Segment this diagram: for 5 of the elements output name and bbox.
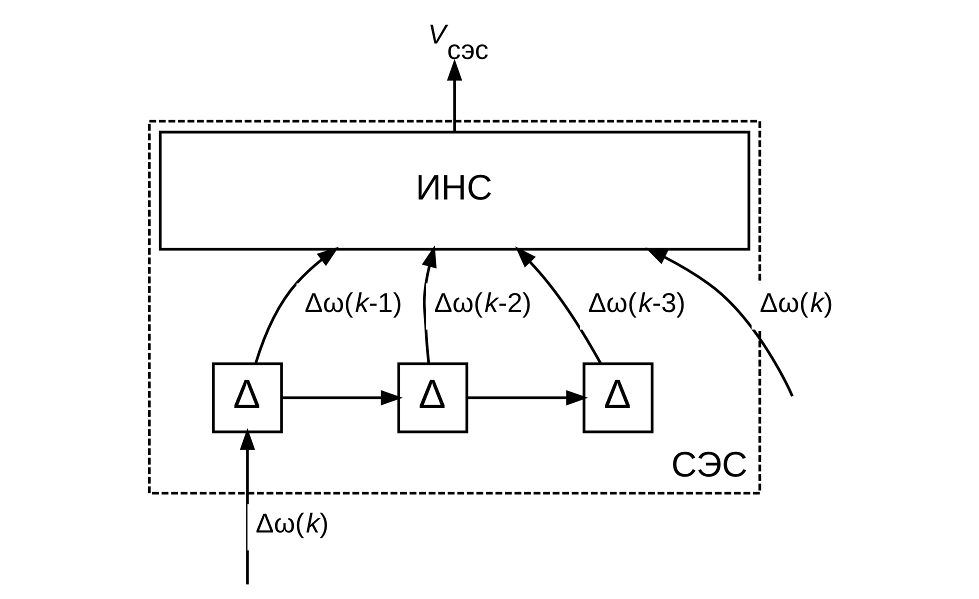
edge-label: Δω(k) [255,508,328,539]
edge-label: Δω(k-3) [588,286,685,318]
edge-label: Δω(k-2) [434,286,531,318]
edge-label: Δω(k) [759,286,832,318]
edge-label: Δω(k-1) [304,286,402,318]
